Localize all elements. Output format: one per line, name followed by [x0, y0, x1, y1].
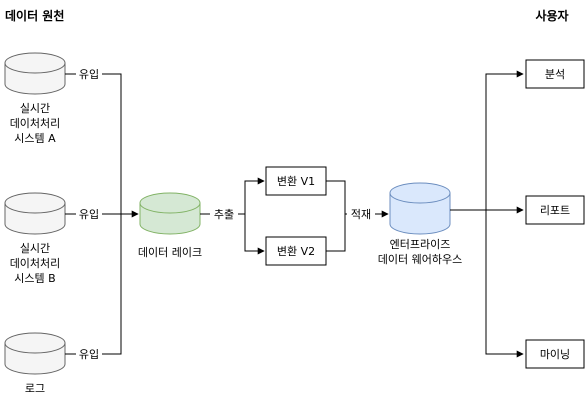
mining-box: [525, 339, 585, 369]
log-label: 로그: [25, 382, 45, 395]
users-header: 사용자: [535, 8, 568, 23]
transform-v2-label: 변환 V2: [277, 245, 315, 258]
report-label: 리포트: [540, 204, 570, 217]
mining-label: 마이닝: [540, 348, 570, 361]
source-b-label-line1: 실시간: [20, 242, 50, 255]
source-b-label-line2: 데이처처리: [10, 257, 61, 270]
warehouse-label-line1: 엔터프라이즈: [390, 238, 451, 251]
transform-v2-box: [265, 236, 327, 266]
data-lake-cylinder: [139, 192, 201, 235]
source-b-cylinder: [4, 192, 66, 235]
analysis-label: 분석: [545, 68, 565, 81]
log-cylinder: [4, 332, 66, 375]
warehouse-cylinder: [389, 182, 451, 235]
report-box: [525, 195, 585, 225]
edge-label-load: 적재: [351, 208, 371, 221]
data-lake-label: 데이터 레이크: [138, 246, 202, 259]
source-a-label-line2: 데이처처리: [10, 117, 61, 130]
transform-v1-box: [265, 166, 327, 196]
log-edge: [65, 214, 122, 355]
edge-label-inflow-b: 유입: [79, 208, 99, 221]
sources-header: 데이터 원천: [5, 8, 64, 23]
source-a-cylinder: [4, 52, 66, 95]
source-b-label-line3: 시스템 B: [14, 272, 55, 285]
consumer-connectors: [450, 70, 524, 358]
source-a-label-line3: 시스템 A: [14, 132, 56, 145]
analysis-box: [525, 59, 585, 89]
source-a-edge: [65, 73, 122, 214]
edge-label-extract: 추출: [214, 208, 234, 221]
source-a-label-line1: 실시간: [20, 102, 50, 115]
edge-label-inflow-a: 유입: [79, 68, 99, 81]
transform-v1-label: 변환 V1: [277, 175, 315, 188]
warehouse-label-line2: 데이터 웨어하우스: [378, 252, 462, 266]
edge-label-inflow-log: 유입: [79, 348, 99, 361]
